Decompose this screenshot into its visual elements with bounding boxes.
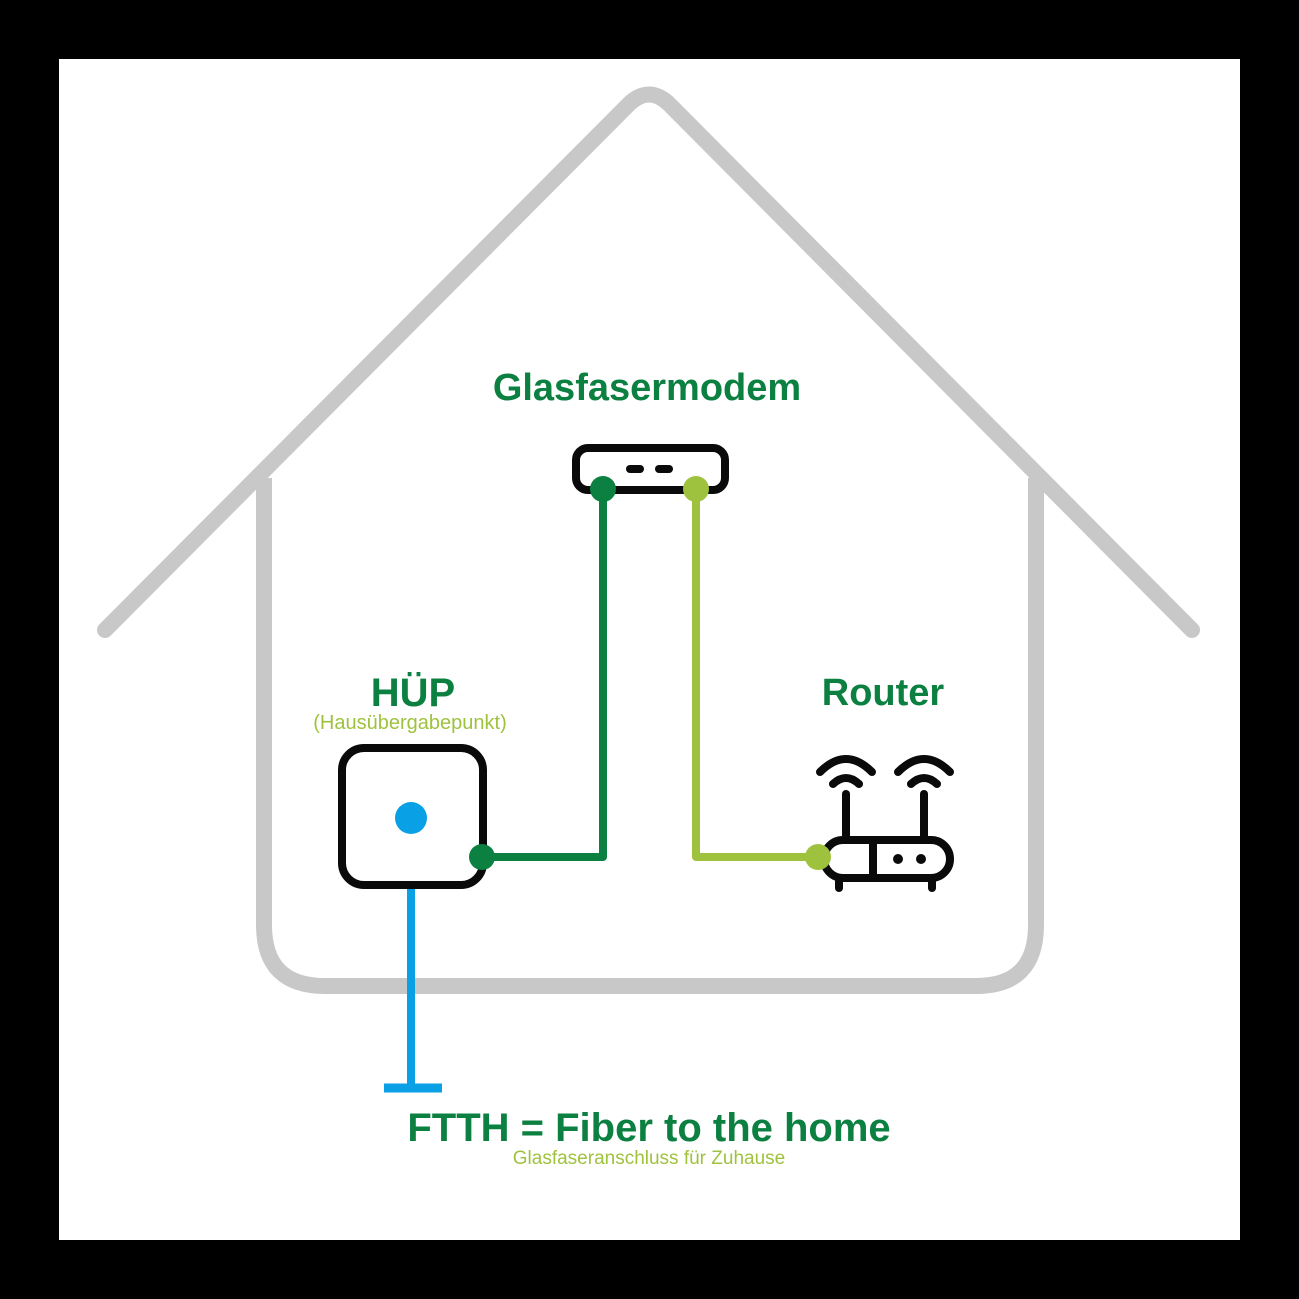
router-led-1 bbox=[893, 854, 903, 864]
hup-device bbox=[338, 744, 495, 889]
hup-subtitle: (Hausübergabepunkt) bbox=[313, 712, 506, 734]
router-wifi-arc-right-outer bbox=[894, 755, 954, 776]
modem-output-dot bbox=[683, 476, 709, 502]
house-walls bbox=[256, 478, 1044, 994]
hup-output-dot bbox=[469, 844, 495, 870]
modem-device bbox=[572, 444, 729, 502]
router-input-dot bbox=[805, 844, 831, 870]
house-outline bbox=[97, 86, 1200, 994]
router-wifi-arc-left-inner bbox=[829, 774, 863, 788]
router-wifi-arc-left-outer bbox=[816, 755, 876, 776]
hup-modem-line bbox=[482, 489, 607, 861]
fiber-port-dot bbox=[395, 802, 427, 834]
router-wifi-arc-right-inner bbox=[907, 774, 941, 788]
router-title: Router bbox=[822, 672, 945, 714]
hup-title: HÜP bbox=[371, 670, 455, 715]
router-led-2 bbox=[916, 854, 926, 864]
footer-subtitle: Glasfaseranschluss für Zuhause bbox=[513, 1148, 785, 1169]
router-body bbox=[820, 836, 954, 882]
footer-title: FTTH = Fiber to the home bbox=[407, 1106, 890, 1150]
wifi-router-icon bbox=[816, 755, 954, 892]
modem-title: Glasfasermodem bbox=[493, 367, 801, 409]
house-roof bbox=[97, 86, 1200, 638]
modem-router-line bbox=[692, 489, 818, 861]
modem-input-dot bbox=[590, 476, 616, 502]
